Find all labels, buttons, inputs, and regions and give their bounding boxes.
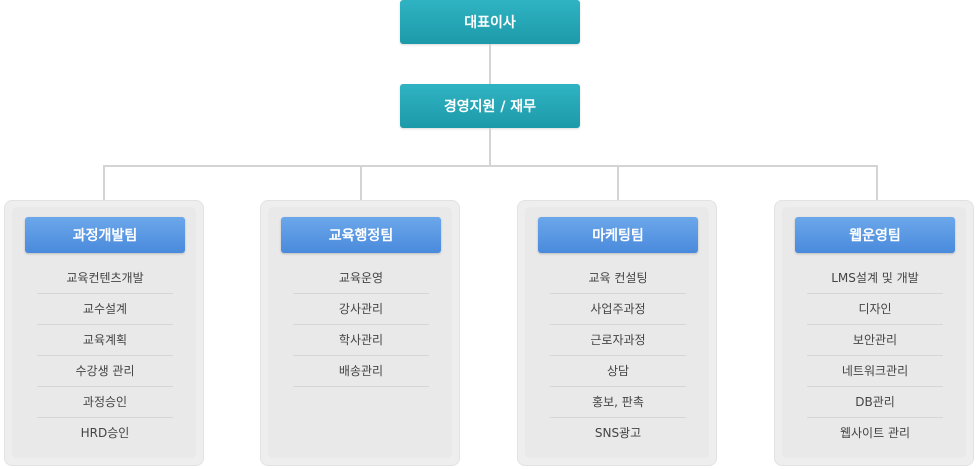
task-item: LMS설계 및 개발 bbox=[807, 263, 943, 294]
management-label: 경영지원 / 재무 bbox=[443, 99, 537, 115]
team-header: 교육행정팀 bbox=[281, 217, 441, 253]
task-item: 디자인 bbox=[807, 294, 943, 325]
task-item: 상담 bbox=[550, 356, 686, 387]
connector-management-trunk bbox=[489, 128, 491, 166]
team-panel-web-ops: 웹운영팀 LMS설계 및 개발 디자인 보안관리 네트워크관리 DB관리 웹사이… bbox=[774, 200, 974, 466]
connector-team-2 bbox=[360, 165, 362, 200]
team-header: 과정개발팀 bbox=[25, 217, 185, 253]
task-item: SNS광고 bbox=[594, 426, 642, 440]
task-item bbox=[293, 387, 429, 417]
task-item: DB관리 bbox=[807, 387, 943, 418]
team-panel-course-dev: 과정개발팀 교육컨텐츠개발 교수설계 교육계획 수강생 관리 과정승인 HRD승… bbox=[4, 200, 204, 466]
ceo-label: 대표이사 bbox=[464, 15, 516, 31]
task-item: 네트워크관리 bbox=[807, 356, 943, 387]
team-header: 웹운영팀 bbox=[795, 217, 955, 253]
connector-ceo-management bbox=[489, 44, 491, 84]
team-panel-education-admin: 교육행정팀 교육운영 강사관리 학사관리 배송관리 bbox=[260, 200, 460, 466]
task-item: 근로자과정 bbox=[550, 325, 686, 356]
task-item: 사업주과정 bbox=[550, 294, 686, 325]
task-list: 교육 컨설팅 사업주과정 근로자과정 상담 홍보, 판촉 SNS광고 bbox=[550, 263, 686, 448]
task-item: 웹사이트 관리 bbox=[839, 426, 911, 440]
task-item: 교육컨텐츠개발 bbox=[37, 263, 173, 294]
task-item: 홍보, 판촉 bbox=[550, 387, 686, 418]
task-item: 보안관리 bbox=[807, 325, 943, 356]
task-item: 수강생 관리 bbox=[37, 356, 173, 387]
task-list: 교육운영 강사관리 학사관리 배송관리 bbox=[293, 263, 429, 417]
management-box: 경영지원 / 재무 bbox=[400, 84, 580, 128]
task-list: LMS설계 및 개발 디자인 보안관리 네트워크관리 DB관리 웹사이트 관리 bbox=[807, 263, 943, 448]
task-item: 교육 컨설팅 bbox=[550, 263, 686, 294]
ceo-box: 대표이사 bbox=[400, 0, 580, 44]
task-item: 과정승인 bbox=[37, 387, 173, 418]
connector-horizontal bbox=[103, 165, 878, 167]
task-item: 학사관리 bbox=[293, 325, 429, 356]
task-item: 교육계획 bbox=[37, 325, 173, 356]
connector-team-4 bbox=[876, 165, 878, 200]
task-item: 강사관리 bbox=[293, 294, 429, 325]
task-item: 배송관리 bbox=[293, 356, 429, 387]
task-list: 교육컨텐츠개발 교수설계 교육계획 수강생 관리 과정승인 HRD승인 bbox=[37, 263, 173, 448]
task-item: HRD승인 bbox=[80, 426, 130, 440]
connector-team-1 bbox=[103, 165, 105, 200]
team-panel-marketing: 마케팅팀 교육 컨설팅 사업주과정 근로자과정 상담 홍보, 판촉 SNS광고 bbox=[517, 200, 717, 466]
team-header: 마케팅팀 bbox=[538, 217, 698, 253]
task-item: 교육운영 bbox=[293, 263, 429, 294]
task-item: 교수설계 bbox=[37, 294, 173, 325]
connector-team-3 bbox=[617, 165, 619, 200]
